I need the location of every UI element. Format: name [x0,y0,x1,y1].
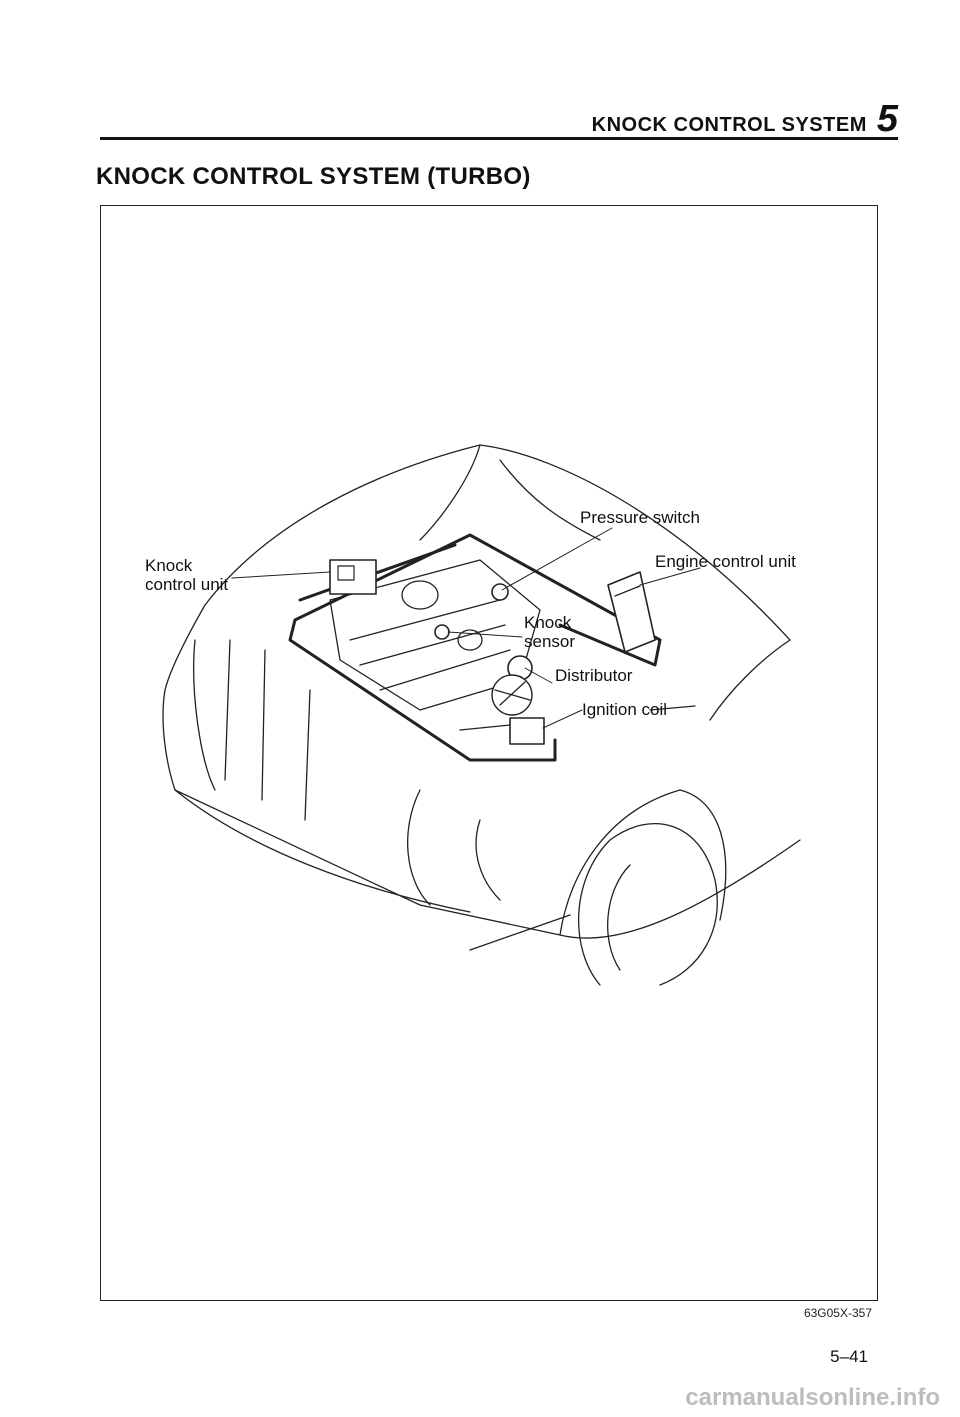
figure-code: 63G05X-357 [803,1306,872,1320]
header-rule [100,137,898,140]
ignition-coil-part [509,717,545,745]
car-body-outline [162,689,801,939]
label-knock-control-unit-line2: control unit [145,575,229,594]
leader-knock-sensor [447,631,523,638]
knock-control-unit-box [329,559,377,595]
label-knock-control-unit-line1: Knock [145,556,193,575]
label-distributor: Distributor [555,666,633,685]
figure-frame [100,205,878,1301]
label-knock-sensor-line1: Knock [524,613,572,632]
running-head: KNOCK CONTROL SYSTEM 5 [592,100,898,138]
wire-harness [293,533,662,667]
leader-engine-control-unit [639,567,701,586]
page-number: 5–41 [830,1347,868,1366]
headlight [193,639,216,791]
running-head-title: KNOCK CONTROL SYSTEM [591,114,867,136]
label-pressure-switch: Pressure switch [580,508,700,527]
leader-pressure-switch [501,527,613,591]
label-knock-sensor: Knock sensor [524,613,575,651]
engine-control-unit-box [607,571,656,653]
label-knock-control-unit: Knock control unit [145,556,228,594]
label-ignition-coil: Ignition coil [582,700,668,719]
watermark: carmanualsonline.info [685,1384,940,1411]
leader-knock-control-unit [231,571,331,579]
knock-sensor-part [434,624,450,640]
leader-distributor [524,667,553,684]
hood-outline [204,444,791,641]
page-title: KNOCK CONTROL SYSTEM (TURBO) [96,163,531,190]
label-engine-control-unit: Engine control unit [655,552,796,571]
wheel-arch [559,789,727,936]
leader-ignition-coil [542,709,583,729]
tire [578,823,718,986]
label-knock-sensor-line2: sensor [524,632,576,651]
chapter-number: 5 [876,98,898,140]
pressure-switch-part [491,583,509,601]
